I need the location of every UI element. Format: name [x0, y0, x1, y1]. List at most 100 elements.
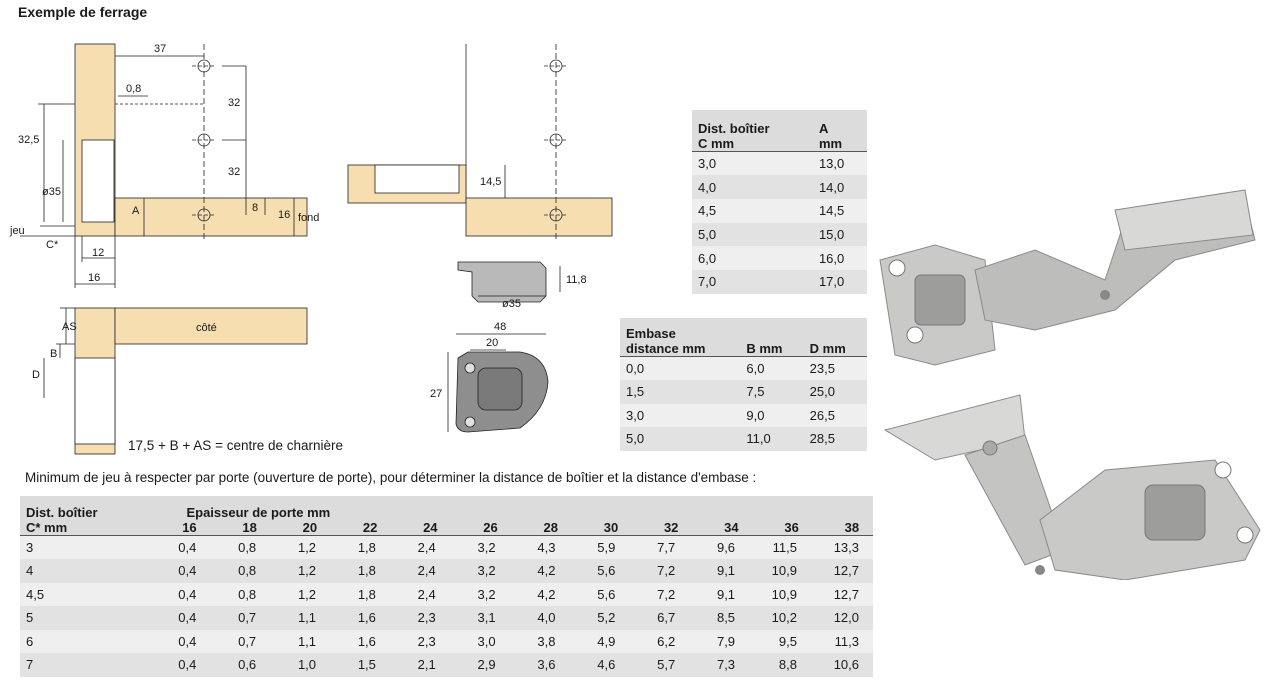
table-cell: 1,5 — [357, 657, 376, 673]
thickness-label: 16 — [182, 519, 197, 535]
dim-20: 20 — [486, 337, 498, 349]
thickness-label: 26 — [483, 519, 498, 535]
dim-a: A — [132, 205, 140, 217]
dim-14-5: 14,5 — [480, 176, 501, 188]
table-cell: 9,1 — [716, 563, 736, 579]
table-cell: 0,8 — [238, 586, 257, 602]
label-as: AS — [62, 321, 77, 333]
table-cell: 14,5 — [818, 203, 845, 219]
dim-37: 37 — [154, 43, 166, 55]
table-cell: 1,0 — [297, 657, 317, 673]
table-cell: 0,7 — [238, 610, 257, 626]
table-cell: 11,0 — [746, 431, 771, 447]
table-cell: 9,1 — [716, 586, 736, 602]
thickness-label: 20 — [302, 519, 318, 535]
table-cell: 0,4 — [178, 586, 197, 602]
table-cell: 3,0 — [477, 633, 496, 649]
table-cell: 2,3 — [417, 633, 436, 649]
table-cell: 5,6 — [597, 586, 616, 602]
table-cell: 12,7 — [833, 586, 859, 602]
table-cell: 28,5 — [809, 431, 835, 447]
label-cote: côté — [196, 322, 217, 334]
table-cell: 6,7 — [657, 610, 676, 626]
table-cell: 6,2 — [657, 633, 676, 649]
table-cell: 11,3 — [834, 633, 859, 649]
table-cell: 4,3 — [537, 539, 556, 555]
table-cell: 13,3 — [833, 539, 859, 555]
table-cell: 3,6 — [537, 657, 556, 673]
table-cell: 2,4 — [417, 586, 436, 602]
table-cell: 7,9 — [716, 633, 736, 649]
table-cell: 4,2 — [537, 563, 556, 579]
table-cell: 5,6 — [597, 563, 616, 579]
table-cell: 10,6 — [833, 657, 859, 673]
formula-note: 17,5 + B + AS = centre de charnière — [128, 438, 344, 453]
table-cell: 5,2 — [597, 610, 616, 626]
table-row: 4,0 14,0 — [692, 175, 867, 199]
row-label: 5 — [26, 610, 34, 626]
table-cell: 14,0 — [818, 179, 845, 195]
table-cell: 4,6 — [597, 657, 616, 673]
table-cell: 3,2 — [477, 539, 496, 555]
table-cell: 0,8 — [238, 563, 257, 579]
hinge-drilling-drawing: 37 0,8 32 32 32,5 ø35 A 8 16 fond jeu C*… — [9, 43, 613, 455]
dim-o35-cup: ø35 — [502, 298, 521, 310]
table-cell: 6,0 — [746, 360, 765, 376]
table-cell: 10,9 — [771, 563, 797, 579]
table-cell: 0,4 — [178, 657, 197, 673]
table-cell: 4,5 — [698, 203, 717, 219]
table-cell: 1,8 — [357, 586, 376, 602]
table-cell: 0,7 — [238, 633, 257, 649]
table-cell: 3,8 — [537, 633, 556, 649]
dim-32-b: 32 — [228, 166, 240, 178]
table-cell: 7,0 — [698, 274, 717, 290]
thickness-label: 22 — [362, 519, 378, 535]
table-cell: 3,0 — [698, 155, 717, 171]
table-cell: 4,0 — [698, 179, 717, 195]
row-label: 6 — [26, 633, 34, 649]
col-d: D mm — [803, 318, 867, 357]
table-cell: 7,2 — [657, 586, 676, 602]
table-cell: 11,5 — [772, 539, 797, 555]
table-cell: 15,0 — [818, 226, 845, 242]
table-cell: 1,1 — [297, 633, 317, 649]
thickness-group-label: Epaisseur de porte mm — [186, 504, 331, 520]
col-b: B mm — [740, 318, 804, 357]
table-cell: 7,5 — [746, 384, 765, 400]
table-cell: 6,0 — [698, 250, 717, 266]
table-cell: 2,3 — [417, 610, 436, 626]
hinge-bottom-image — [883, 394, 1261, 580]
table-cell: 0,4 — [178, 610, 197, 626]
dim-8: 8 — [252, 202, 258, 214]
table-cell: 0,4 — [178, 539, 197, 555]
table-cell: 5,9 — [597, 539, 616, 555]
table-cell: 10,9 — [771, 586, 797, 602]
dim-27: 27 — [430, 388, 442, 400]
hinge-top-image — [879, 189, 1256, 366]
table-cell: 0,8 — [238, 539, 257, 555]
table-cell: 5,0 — [626, 431, 645, 447]
table-cell: 17,0 — [818, 274, 845, 290]
row-label: 3 — [26, 539, 34, 555]
table-cell: 1,2 — [297, 539, 317, 555]
table-cell: 5,0 — [698, 226, 717, 242]
table-cell: 1,5 — [626, 384, 645, 400]
table-cell: 23,5 — [809, 360, 835, 376]
dim-0-8: 0,8 — [126, 83, 141, 95]
table-cell: 12,0 — [833, 610, 859, 626]
table-cell: 4,9 — [597, 633, 616, 649]
table-cell: 0,4 — [178, 633, 197, 649]
